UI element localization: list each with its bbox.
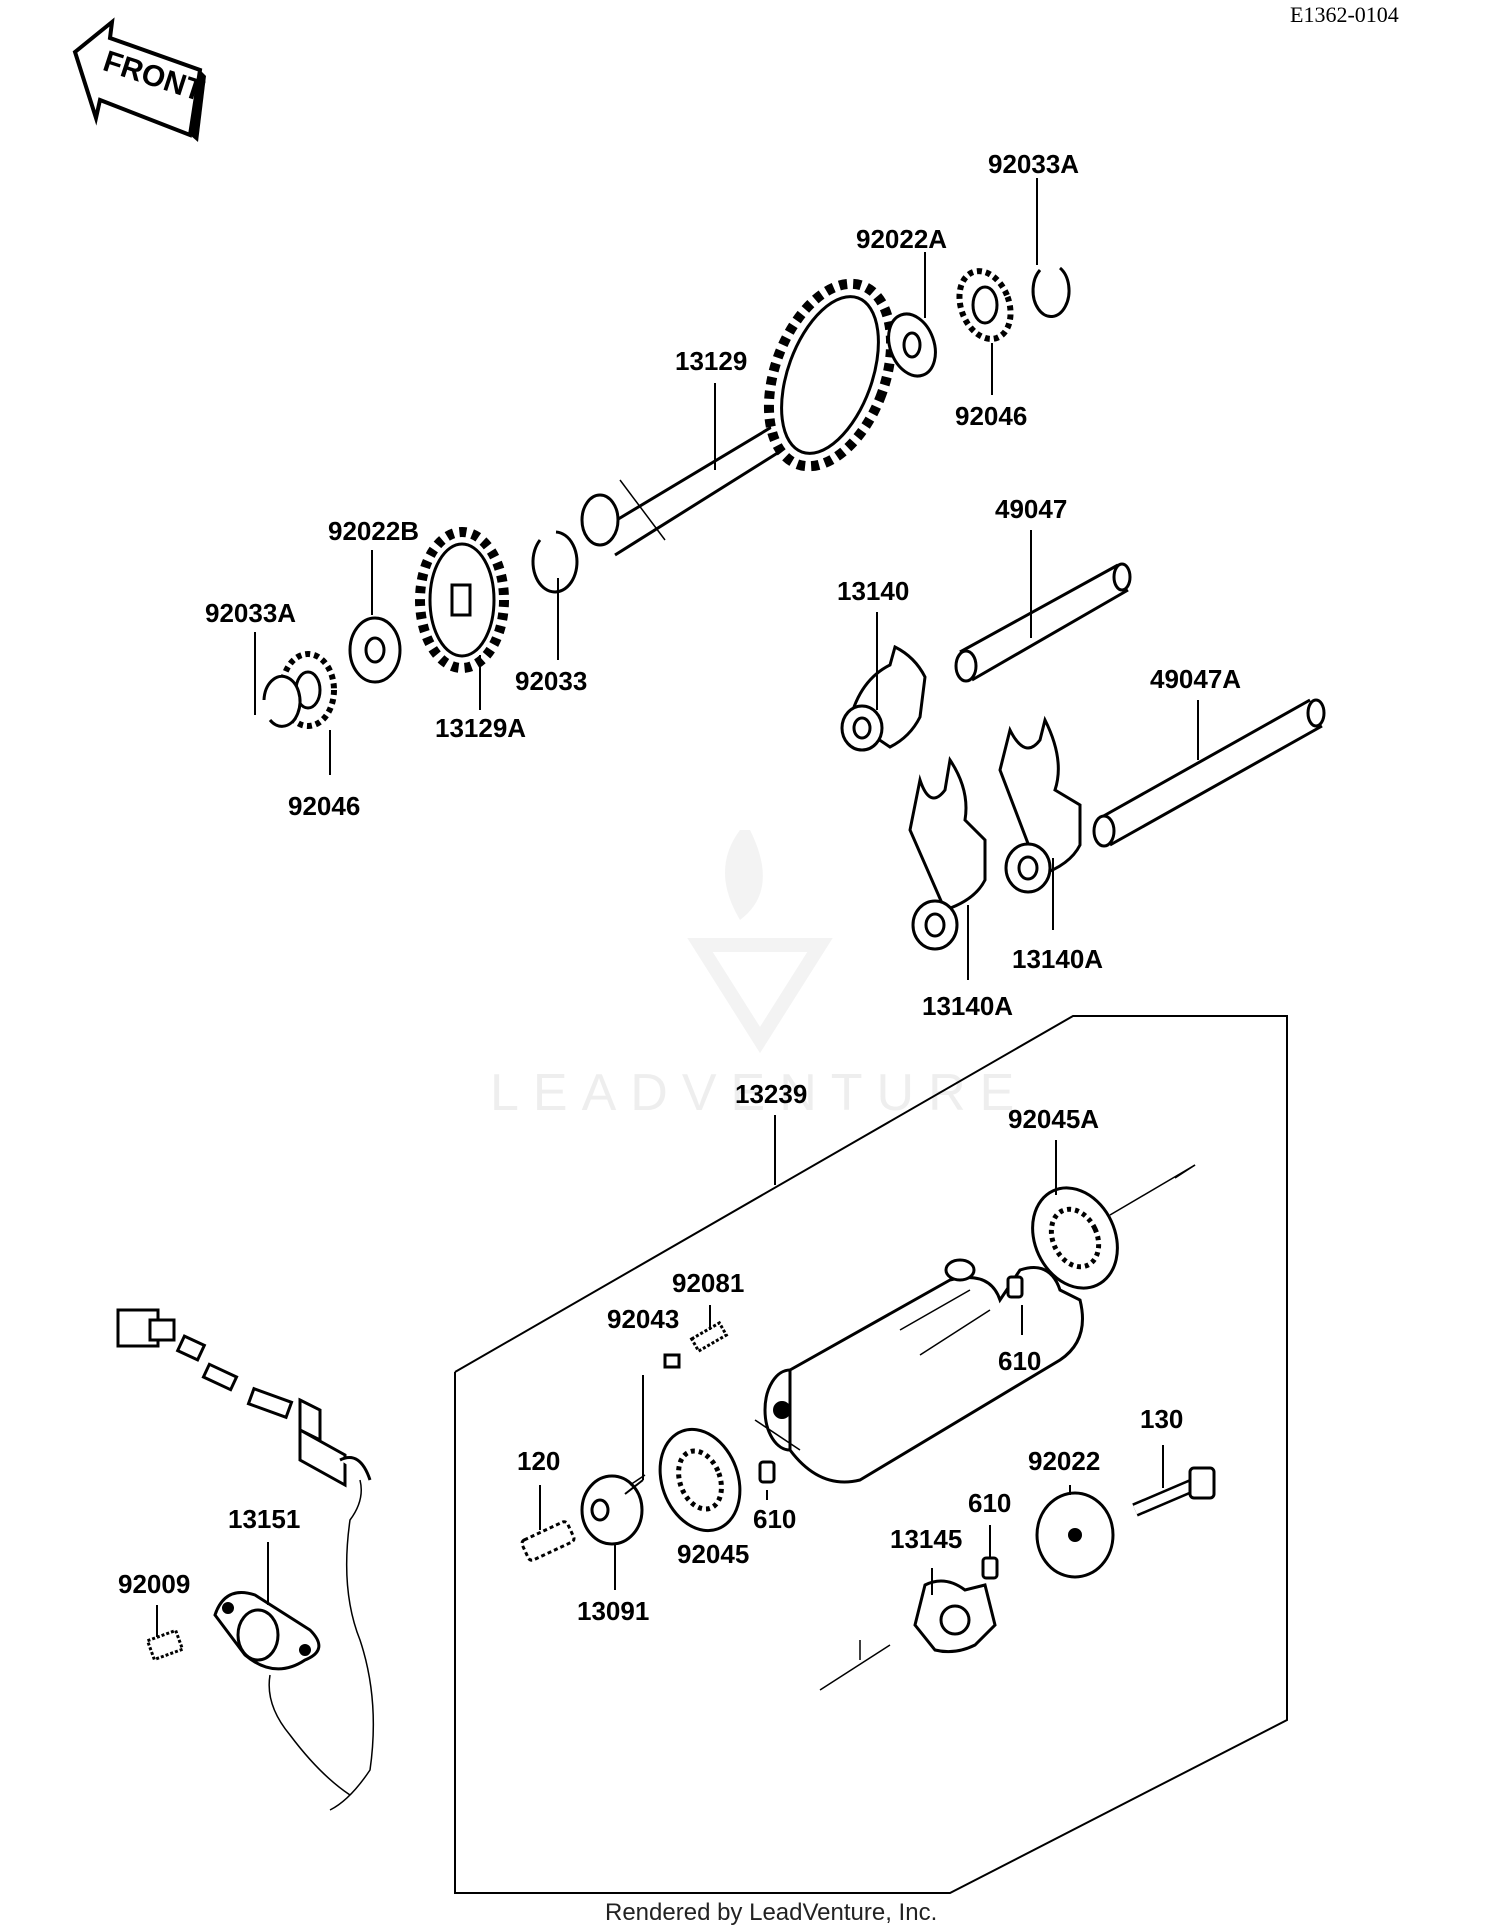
pin-610-mid xyxy=(758,1460,776,1484)
shaft-49047A xyxy=(1092,698,1326,848)
label-130: 130 xyxy=(1140,1404,1183,1434)
label-13091: 13091 xyxy=(577,1596,649,1626)
cam-13145 xyxy=(913,1579,997,1654)
washer-92022B xyxy=(348,616,402,684)
connector-plug-icon xyxy=(116,1308,207,1362)
shift-drum-assembly-box xyxy=(454,1015,1288,1894)
label-610-top: 610 xyxy=(998,1346,1041,1376)
detent-92081 xyxy=(689,1320,729,1354)
neutral-switch-13151 xyxy=(213,1591,351,1796)
label-92022B: 92022B xyxy=(328,516,419,546)
drum-axis-arrow xyxy=(819,1640,891,1691)
circlip-92033A-top xyxy=(1031,266,1071,318)
label-610-low: 610 xyxy=(968,1488,1011,1518)
shaft-49047 xyxy=(954,562,1132,683)
front-arrow-icon: FRONT xyxy=(72,17,208,142)
label-92022: 92022 xyxy=(1028,1446,1100,1476)
shift-fork-13140 xyxy=(840,644,927,752)
diagram-code: E1362-0104 xyxy=(1290,2,1399,27)
watermark-logo: LEADVENTURE xyxy=(490,830,1028,1122)
label-13129A: 13129A xyxy=(435,713,526,743)
circlip-92033 xyxy=(531,530,579,594)
pin-610-top xyxy=(1006,1275,1024,1299)
label-610-mid: 610 xyxy=(753,1504,796,1534)
circlip-92033A-left xyxy=(262,674,302,728)
washer-92022 xyxy=(1035,1491,1115,1579)
label-92046-left: 92046 xyxy=(288,791,360,821)
label-13140A-left: 13140A xyxy=(922,991,1013,1021)
label-92033A-left: 92033A xyxy=(205,598,296,628)
label-92043: 92043 xyxy=(607,1304,679,1334)
label-49047: 49047 xyxy=(995,494,1067,524)
shift-fork-13140A-right xyxy=(998,715,1082,894)
label-49047A: 49047A xyxy=(1150,664,1241,694)
bolt-120 xyxy=(520,1520,576,1562)
shift-fork-13140A-left xyxy=(908,756,987,951)
label-92022A: 92022A xyxy=(856,224,947,254)
label-92045: 92045 xyxy=(677,1539,749,1569)
label-92045A: 92045A xyxy=(1008,1104,1099,1134)
label-92033A-top: 92033A xyxy=(988,149,1079,179)
label-13145: 13145 xyxy=(890,1524,962,1554)
label-13140A-right: 13140A xyxy=(1012,944,1103,974)
gear-13129A xyxy=(415,527,509,673)
bearing-92045 xyxy=(658,1427,742,1533)
pin-610-low xyxy=(981,1556,999,1580)
label-120: 120 xyxy=(517,1446,560,1476)
label-92009: 92009 xyxy=(118,1569,190,1599)
label-92081: 92081 xyxy=(672,1268,744,1298)
washer-92022A xyxy=(887,312,937,378)
label-13140: 13140 xyxy=(837,576,909,606)
label-92046-top: 92046 xyxy=(955,401,1027,431)
label-13151: 13151 xyxy=(228,1504,300,1534)
gear-13129 xyxy=(763,278,897,472)
bearing-92045A xyxy=(1031,1164,1196,1290)
watermark-text: LEADVENTURE xyxy=(490,1064,1028,1122)
bolt-92009 xyxy=(145,1628,185,1662)
needle-bearing-92046-top xyxy=(956,268,1014,342)
label-13239: 13239 xyxy=(735,1079,807,1109)
wire-harness xyxy=(201,1362,375,1811)
leader-lines xyxy=(156,178,1199,1637)
footer-credit: Rendered by LeadVenture, Inc. xyxy=(605,1899,937,1926)
label-92033: 92033 xyxy=(515,666,587,696)
label-13129: 13129 xyxy=(675,346,747,376)
shift-drum-13239 xyxy=(754,1258,1084,1484)
bolt-130 xyxy=(1132,1466,1216,1517)
detent-92043 xyxy=(663,1353,681,1369)
